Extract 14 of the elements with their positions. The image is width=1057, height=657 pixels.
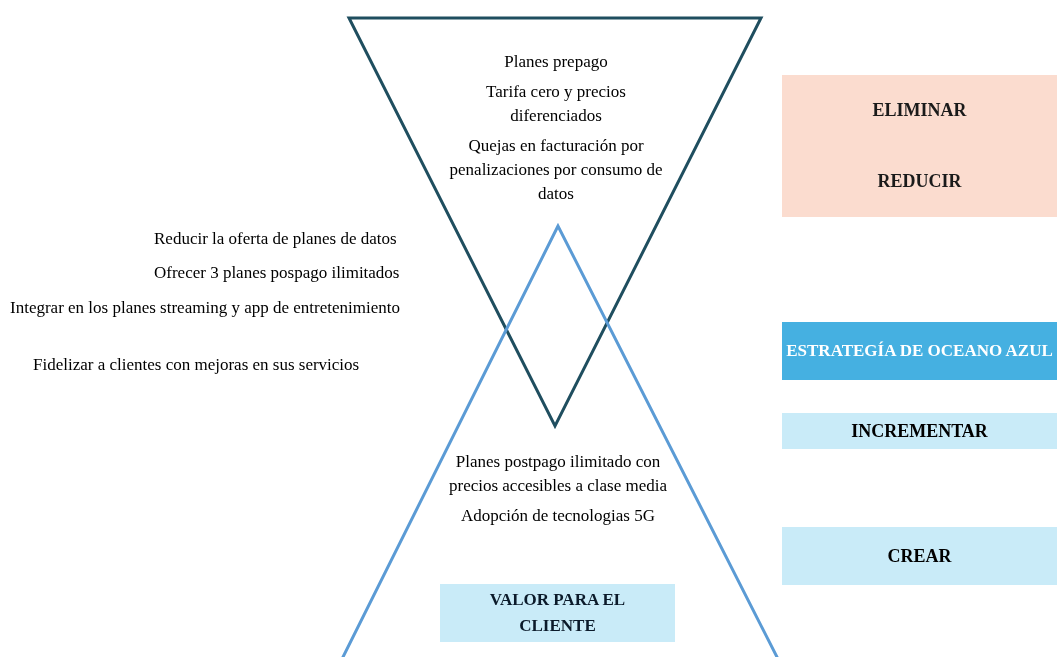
- strategy-note: Integrar en los planes streaming y app de entretenimiento: [10, 297, 400, 319]
- triangle-text: Planes postpago ilimitado con precios accesibles a clase media: [447, 451, 669, 497]
- action-panel: ELIMINAR REDUCIR: [782, 75, 1057, 217]
- action-panel: CREAR: [782, 527, 1057, 585]
- triangle-text: Tarifa cero y precios diferenciados: [485, 81, 627, 127]
- triangle-text: Adopción de tecnologias 5G: [460, 505, 655, 527]
- strategy-note: Ofrecer 3 planes pospago ilimitados: [154, 262, 400, 284]
- triangle-text: Planes prepago: [504, 51, 608, 73]
- strategy-banner: ESTRATEGÍA DE OCEANO AZUL: [782, 322, 1057, 380]
- action-panel: INCREMENTAR: [782, 413, 1057, 449]
- value-box: VALOR PARA EL CLIENTE: [440, 584, 675, 642]
- strategy-note: Reducir la oferta de planes de datos: [154, 228, 397, 250]
- strategy-note: Fidelizar a clientes con mejoras en sus servicios: [33, 354, 360, 376]
- triangle-text: Quejas en facturación por penalizaciones por consumo de datos: [448, 135, 664, 205]
